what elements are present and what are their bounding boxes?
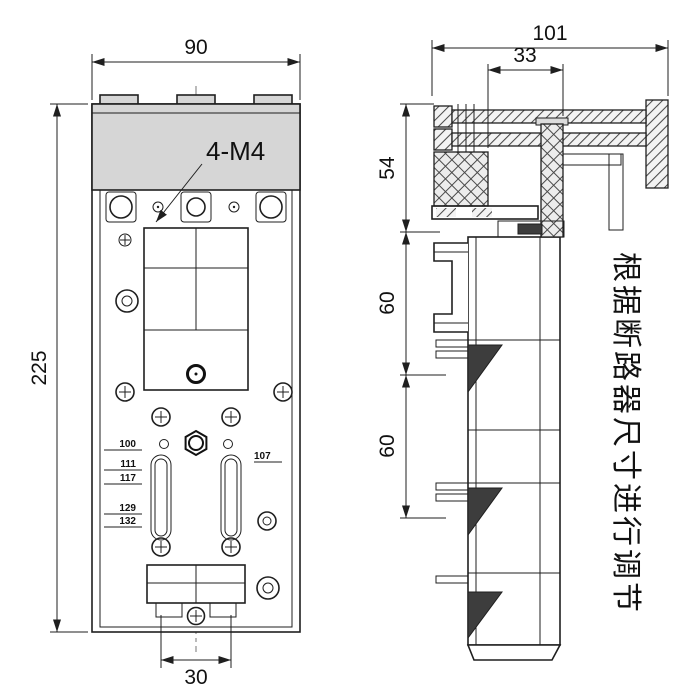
end-plate bbox=[645, 99, 669, 189]
dim-slot-spacing-label: 30 bbox=[184, 666, 207, 689]
phillips-screws bbox=[115, 382, 293, 626]
body-foot bbox=[466, 644, 562, 661]
thread-callout: 4-M4 bbox=[155, 136, 265, 223]
clamp-module-2 bbox=[435, 482, 560, 574]
dim-inner-depth-33: 33 bbox=[487, 44, 564, 148]
dim-section-60b-label: 60 bbox=[376, 434, 399, 457]
mount-block bbox=[433, 151, 489, 207]
dim-inner-depth-label: 33 bbox=[513, 44, 536, 67]
scale-mark-right: 107 bbox=[254, 451, 271, 462]
dim-width-label: 90 bbox=[184, 36, 207, 59]
dim-width-90: 90 bbox=[91, 36, 301, 100]
dim-sections: 54 60 60 bbox=[376, 103, 446, 519]
central-block bbox=[143, 227, 249, 391]
clamp-module-1 bbox=[435, 339, 560, 431]
front-view: 4-M4 bbox=[91, 86, 301, 652]
scale-mark: 129 bbox=[119, 503, 136, 514]
bolt-head bbox=[433, 128, 453, 151]
dim-section-54-label: 54 bbox=[376, 156, 399, 180]
scale-mark: 132 bbox=[119, 516, 136, 527]
base-plate bbox=[431, 205, 539, 220]
position-scale: 100 111 117 129 132 107 bbox=[104, 439, 282, 528]
dim-height-225: 225 bbox=[28, 103, 88, 633]
scale-mark: 100 bbox=[119, 439, 136, 450]
inner-outline bbox=[99, 190, 293, 628]
spacer-column bbox=[540, 123, 564, 238]
left-fixings bbox=[115, 233, 139, 313]
side-view bbox=[431, 99, 669, 661]
hex-nut bbox=[159, 429, 233, 457]
din-clip bbox=[433, 242, 468, 333]
scale-mark: 117 bbox=[120, 473, 137, 484]
top-assembly bbox=[431, 99, 669, 238]
dim-height-label: 225 bbox=[28, 350, 51, 385]
dim-total-depth-101: 101 bbox=[431, 22, 669, 96]
side-body-outline bbox=[467, 236, 561, 646]
adjustment-slots bbox=[150, 454, 242, 541]
bolt-head bbox=[433, 105, 453, 128]
scale-mark: 111 bbox=[120, 459, 136, 470]
thread-label: 4-M4 bbox=[206, 136, 265, 166]
bottom-assembly bbox=[146, 564, 246, 618]
dim-slot-spacing-30: 30 bbox=[160, 615, 232, 689]
right-holes bbox=[256, 511, 280, 600]
leader-arrow bbox=[155, 163, 203, 223]
terminal-cover bbox=[91, 103, 301, 191]
dim-section-60a-label: 60 bbox=[376, 291, 399, 314]
adjustment-note: 根据断路器尺寸进行调节 bbox=[608, 252, 643, 615]
dim-total-depth-label: 101 bbox=[532, 22, 567, 45]
clamp-bottom bbox=[435, 575, 503, 640]
